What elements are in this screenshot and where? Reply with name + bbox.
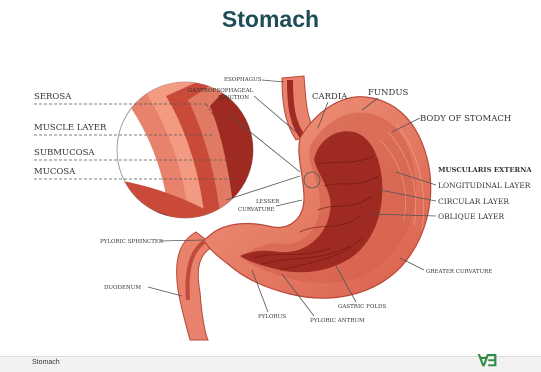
label-pyloric-antrum: PYLORIC ANTRUM <box>310 318 365 324</box>
footer-title: Stomach <box>32 359 60 366</box>
label-greater-curvature: GREATER CURVATURE <box>426 269 492 275</box>
label-esophagus: ESOPHAGUS <box>224 77 262 83</box>
logo-icon: ∀∃ <box>478 351 495 371</box>
label-body-of-stomach: BODY OF STOMACH <box>420 114 511 124</box>
label-lesser-curvature-2: CURVATURE <box>238 207 275 213</box>
label-circular-layer: CIRCULAR LAYER <box>438 197 509 206</box>
label-longitudinal-layer: LONGITUDINAL LAYER <box>438 181 531 190</box>
label-lesser-curvature-1: LESSER <box>256 199 280 205</box>
label-gastric-folds: GASTRIC FOLDS <box>338 304 386 310</box>
label-pyloric-sphincter: PYLORIC SPHINCTER <box>100 239 164 245</box>
label-muscularis-externa: MUSCULARIS EXTERNA <box>438 166 532 174</box>
label-mucosa: MUCOSA <box>34 167 76 177</box>
label-cardia: CARDIA <box>312 92 348 102</box>
label-pylorus: PYLORUS <box>258 314 286 320</box>
label-fundus: FUNDUS <box>368 88 408 98</box>
label-oblique-layer: OBLIQUE LAYER <box>438 212 504 221</box>
label-ge-junction-2: JUNCTION <box>217 95 249 101</box>
footer-bar: Stomach ∀∃ <box>0 356 541 372</box>
label-submucosa: SUBMUCOSA <box>34 148 95 158</box>
label-serosa: SEROSA <box>34 92 72 102</box>
label-duodenum: DUODENUM <box>104 285 141 291</box>
label-ge-junction-1: GASTROESOPHAGEAL <box>188 88 254 94</box>
label-muscle-layer: MUSCLE LAYER <box>34 123 107 133</box>
